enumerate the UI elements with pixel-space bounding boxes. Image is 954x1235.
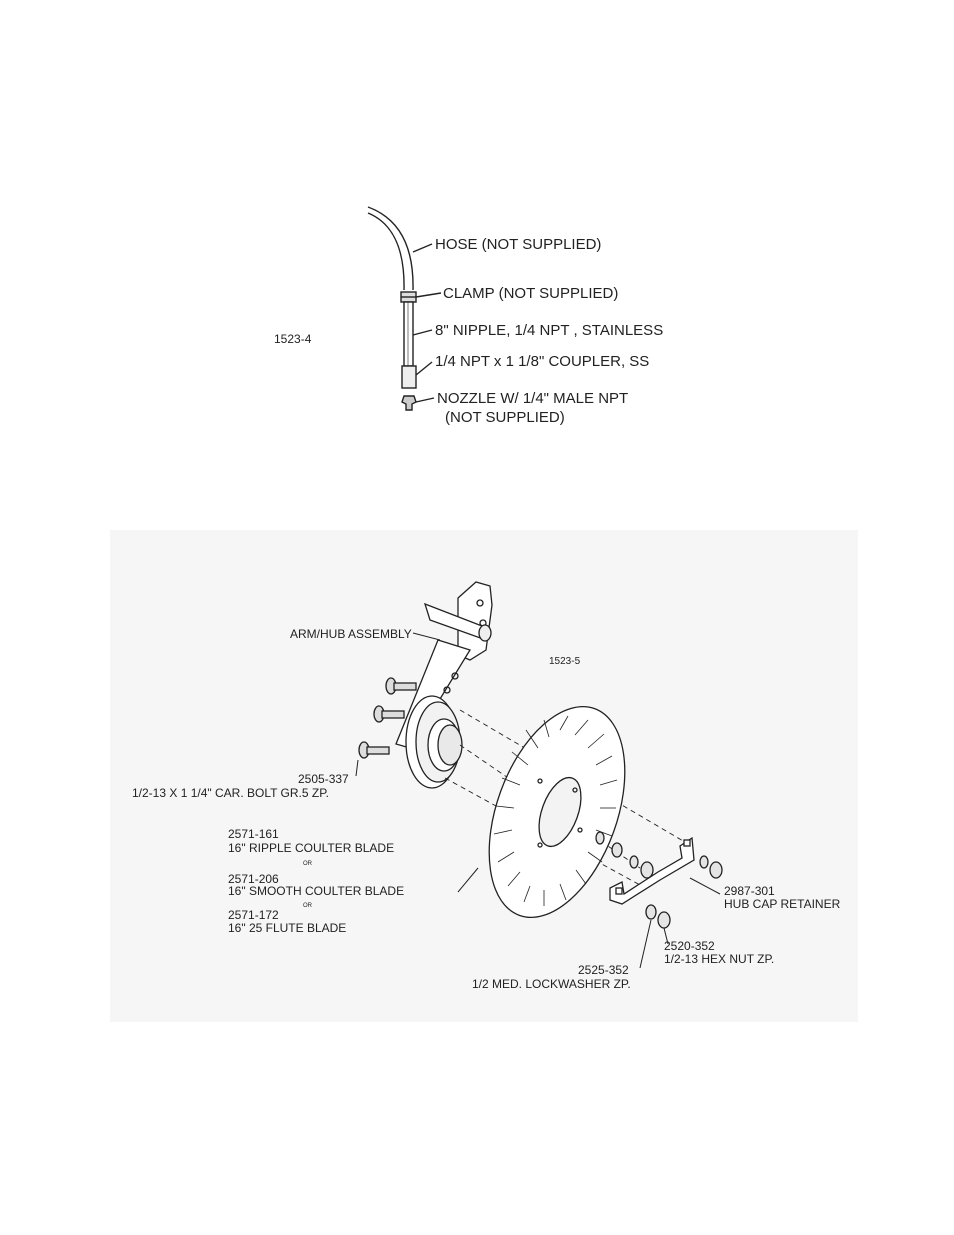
coupler-shape bbox=[401, 365, 417, 389]
label-blade2-desc: 16" SMOOTH COULTER BLADE bbox=[228, 884, 404, 898]
hub bbox=[405, 695, 463, 789]
hose-outline-left bbox=[367, 212, 405, 291]
figure-id-top: 1523-4 bbox=[274, 332, 312, 346]
coulter-blade bbox=[488, 705, 626, 919]
label-blade1-part: 2571-161 bbox=[228, 827, 279, 841]
label-clamp: CLAMP (NOT SUPPLIED) bbox=[443, 285, 618, 302]
label-nipple: 8" NIPPLE, 1/4 NPT , STAINLESS bbox=[435, 322, 663, 339]
label-retainer-part: 2987-301 bbox=[724, 884, 775, 898]
leader-lines bbox=[355, 632, 721, 969]
hose-outline-right bbox=[367, 206, 414, 291]
nipple-shape bbox=[403, 301, 414, 367]
label-arm-hub: ARM/HUB ASSEMBLY bbox=[290, 627, 412, 641]
hub-cap-retainer bbox=[609, 836, 695, 905]
label-nut-part: 2520-352 bbox=[664, 939, 715, 953]
label-blade2-part: 2571-206 bbox=[228, 872, 279, 886]
label-retainer-desc: HUB CAP RETAINER bbox=[724, 897, 841, 911]
label-nozzle-line2: (NOT SUPPLIED) bbox=[445, 409, 565, 426]
label-washer-part: 2525-352 bbox=[578, 963, 629, 977]
label-or-1: OR bbox=[303, 861, 313, 867]
hose-assembly-drawing bbox=[367, 206, 442, 411]
label-nozzle-line1: NOZZLE W/ 1/4" MALE NPT bbox=[437, 390, 628, 407]
nuts-and-washers bbox=[595, 831, 723, 929]
label-nut-desc: 1/2-13 HEX NUT ZP. bbox=[664, 952, 774, 966]
label-coupler: 1/4 NPT x 1 1/8" COUPLER, SS bbox=[435, 353, 649, 370]
carriage-bolts bbox=[358, 677, 417, 759]
label-bolt-desc: 1/2-13 X 1 1/4" CAR. BOLT GR.5 ZP. bbox=[132, 786, 329, 800]
label-hose: HOSE (NOT SUPPLIED) bbox=[435, 236, 601, 253]
label-bolt-part: 2505-337 bbox=[298, 772, 349, 786]
label-blade1-desc: 16" RIPPLE COULTER BLADE bbox=[228, 841, 394, 855]
figure-id-bottom: 1523-5 bbox=[549, 656, 581, 667]
coulter-assembly-drawing bbox=[355, 581, 723, 969]
label-washer-desc: 1/2 MED. LOCKWASHER ZP. bbox=[472, 977, 631, 991]
label-blade3-part: 2571-172 bbox=[228, 908, 279, 922]
nozzle-shape bbox=[401, 395, 417, 411]
label-blade3-desc: 16" 25 FLUTE BLADE bbox=[228, 921, 346, 935]
label-or-2: OR bbox=[303, 903, 313, 909]
